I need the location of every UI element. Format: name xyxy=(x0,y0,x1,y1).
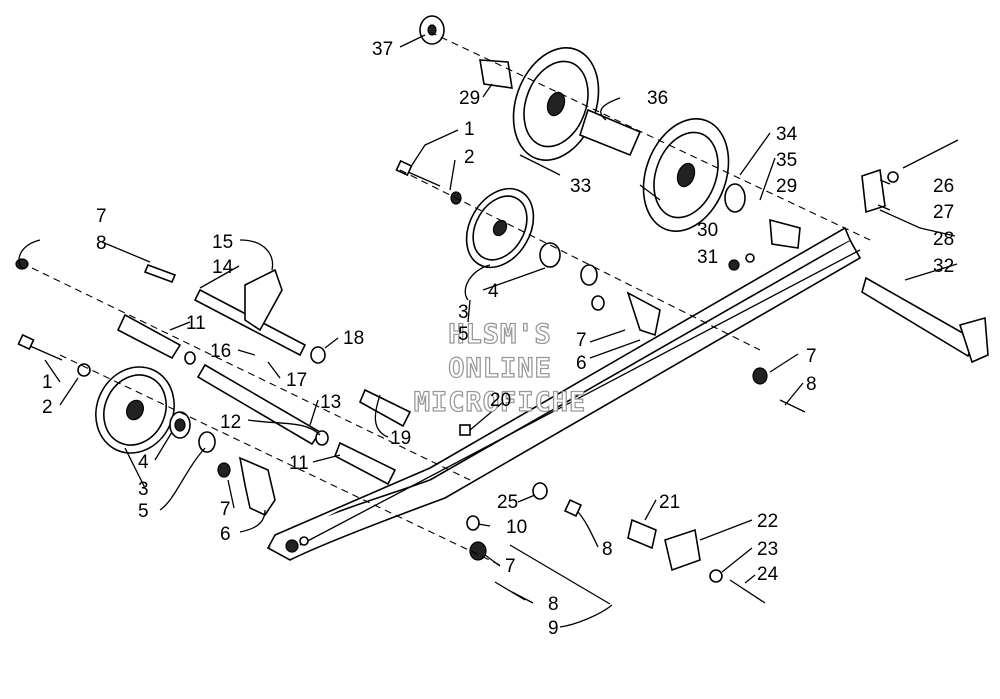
callout-1: 1 xyxy=(42,372,53,393)
callout-10: 10 xyxy=(506,517,527,538)
left-bolt-1 xyxy=(17,333,63,361)
rear-dual-wheels xyxy=(419,15,801,271)
callout-24: 24 xyxy=(757,564,779,585)
callout-33: 33 xyxy=(570,176,591,197)
center-lines xyxy=(31,31,871,566)
callout-3: 3 xyxy=(458,302,469,323)
callout-18: 18 xyxy=(343,328,364,349)
left-idler-wheel xyxy=(77,363,216,454)
watermark-line-1: HLSM'S xyxy=(448,319,552,350)
callout-32: 32 xyxy=(933,256,954,277)
leader-lines xyxy=(18,34,958,628)
callout-8: 8 xyxy=(806,374,817,395)
callout-7: 7 xyxy=(505,556,516,577)
callout-11: 11 xyxy=(186,313,206,334)
callout-5: 5 xyxy=(458,324,469,345)
callout-3: 3 xyxy=(138,479,149,500)
center-idler-wheel xyxy=(395,159,661,337)
callout-16: 16 xyxy=(210,341,231,362)
callout-29: 29 xyxy=(776,176,797,197)
callout-21: 21 xyxy=(659,492,680,513)
callout-34: 34 xyxy=(776,124,798,145)
callout-7: 7 xyxy=(220,499,231,520)
callout-7: 7 xyxy=(96,206,107,227)
callout-36: 36 xyxy=(647,88,668,109)
callout-27: 27 xyxy=(933,202,954,223)
callout-14: 14 xyxy=(212,257,234,278)
callout-6: 6 xyxy=(220,524,231,545)
callout-4: 4 xyxy=(488,281,499,302)
callout-8: 8 xyxy=(548,594,559,615)
callout-35: 35 xyxy=(776,150,797,171)
callout-31: 31 xyxy=(697,247,718,268)
callout-22: 22 xyxy=(757,511,778,532)
callout-11: 11 xyxy=(289,453,309,474)
callout-17: 17 xyxy=(286,370,307,391)
callout-25: 25 xyxy=(497,492,518,513)
watermark-line-2: ONLINE xyxy=(448,353,552,384)
watermark-line-3: MICROFICHE xyxy=(414,387,587,418)
watermark: HLSM'S ONLINE MICROFICHE xyxy=(413,318,587,418)
callout-19: 19 xyxy=(390,428,411,449)
callout-5: 5 xyxy=(138,501,149,522)
callout-30: 30 xyxy=(697,220,718,241)
callout-2: 2 xyxy=(42,397,53,418)
callout-labels: 37 29 36 1 2 34 35 33 29 26 27 30 31 28 … xyxy=(42,39,954,639)
callout-2: 2 xyxy=(464,147,475,168)
callout-28: 28 xyxy=(933,229,954,250)
callout-12: 12 xyxy=(220,412,241,433)
left-bracket xyxy=(217,456,276,517)
lower-right-parts xyxy=(466,367,806,605)
callout-8: 8 xyxy=(96,233,107,254)
callout-37: 37 xyxy=(372,39,393,60)
slide-rail xyxy=(266,226,862,561)
callout-4: 4 xyxy=(138,452,149,473)
callout-7: 7 xyxy=(806,346,817,367)
callout-20: 20 xyxy=(490,390,511,411)
callout-29: 29 xyxy=(459,88,480,109)
rear-axle-bracket xyxy=(861,139,989,364)
callout-15: 15 xyxy=(212,232,233,253)
callout-26: 26 xyxy=(933,176,954,197)
callout-7: 7 xyxy=(576,330,587,351)
callout-1: 1 xyxy=(464,119,475,140)
callout-13: 13 xyxy=(320,392,341,413)
callout-23: 23 xyxy=(757,539,778,560)
callout-9: 9 xyxy=(548,618,559,639)
callout-6: 6 xyxy=(576,353,587,374)
callout-8: 8 xyxy=(602,539,613,560)
